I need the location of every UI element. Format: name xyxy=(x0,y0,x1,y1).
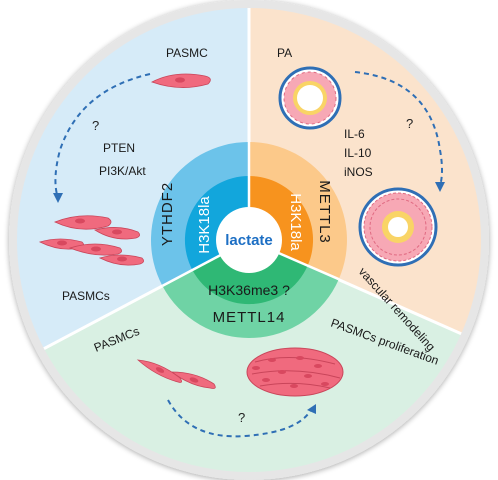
inner-ring xyxy=(184,175,314,305)
pulmonary-artery-icon xyxy=(278,66,342,130)
center-circle xyxy=(216,207,282,273)
remodeled-artery-icon xyxy=(358,187,438,267)
pasmc-cluster-icon xyxy=(38,215,144,266)
bottom-question: ? xyxy=(238,410,245,425)
inos-label: iNOS xyxy=(344,165,373,179)
left-dashed-arrow xyxy=(54,73,151,199)
right-arrowhead xyxy=(435,182,445,192)
bottom-dashed-arrow xyxy=(167,399,313,438)
bottom-arrowhead xyxy=(307,404,316,414)
pasmc-label: PASMC xyxy=(166,46,208,60)
outer-ring-bottom-label: METTL14 xyxy=(213,309,286,326)
left-question: ? xyxy=(92,118,99,133)
right-question: ? xyxy=(406,116,413,131)
left-arrowhead xyxy=(53,193,63,203)
inner-ring-bottom-label: H3K36me3 ? xyxy=(208,282,290,298)
pten-label: PTEN xyxy=(103,141,135,155)
pi3k-akt-label: PI3K/Akt xyxy=(99,164,146,178)
inner-ring-left-label: H3K18la xyxy=(196,196,213,254)
il10-label: IL-10 xyxy=(344,146,372,160)
inner-ring-bottom xyxy=(192,252,308,305)
pasmc-cell-icon xyxy=(151,73,211,88)
center-label: lactate xyxy=(225,232,273,249)
pasmc-dense-cluster-icon xyxy=(246,347,344,397)
il6-label: IL-6 xyxy=(344,127,365,141)
pasmc-sparse-icon xyxy=(136,359,216,389)
pasmcs-label-left: PASMCs xyxy=(62,289,110,303)
bottom-sector xyxy=(17,240,481,472)
inner-ring-left xyxy=(184,175,249,270)
inner-ring-right xyxy=(249,175,314,266)
pa-label: PA xyxy=(277,46,292,60)
inner-ring-right-label: H3K18la xyxy=(287,193,304,251)
outer-ring-left-label: YTHDF2 xyxy=(159,182,176,246)
outer-ring-right-label: METTL3 xyxy=(316,180,333,244)
